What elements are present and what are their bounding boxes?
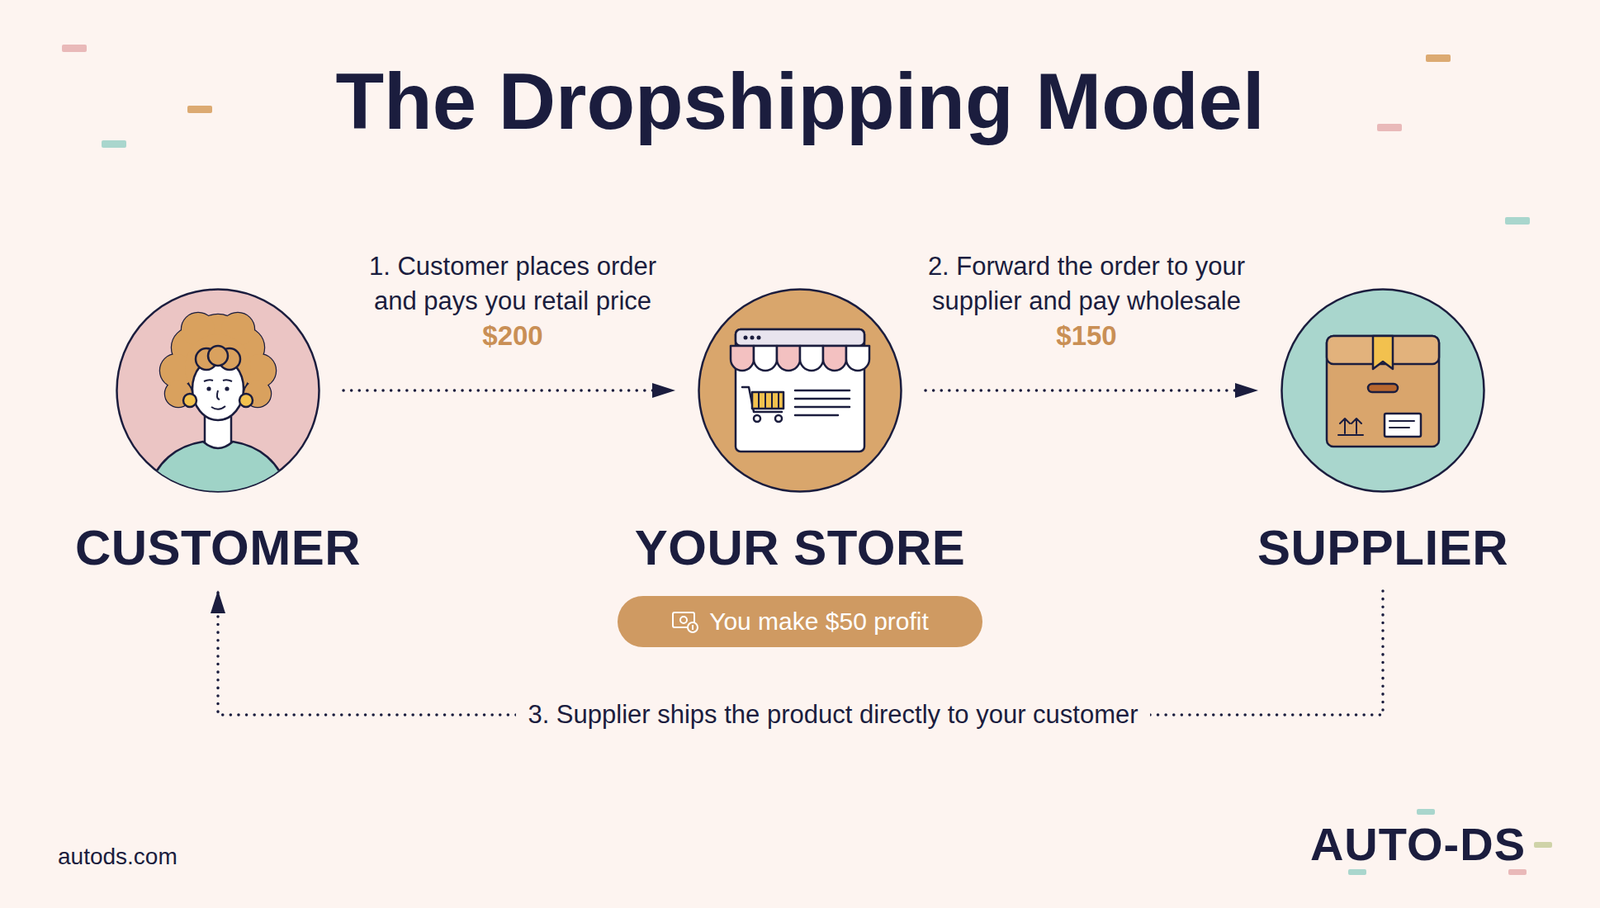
flow-arrow — [217, 591, 1383, 715]
edge-label: 3. Supplier ships the product directly t… — [515, 697, 1150, 733]
confetti — [61, 44, 87, 53]
confetti — [1377, 123, 1402, 132]
confetti — [1505, 217, 1530, 225]
customer-illustration — [115, 288, 321, 493]
pill-text: You make $50 profit — [709, 606, 929, 637]
flow-arrow — [343, 388, 675, 393]
confetti — [101, 140, 127, 148]
package-illustration — [1280, 288, 1486, 493]
edge-label-group: 2. Forward the order to your supplier an… — [904, 249, 1269, 354]
confetti — [1425, 54, 1451, 62]
circle-shape — [1280, 288, 1486, 493]
flow-arrow — [925, 388, 1258, 393]
circle-outline — [1282, 289, 1485, 493]
logo-dash — [1508, 869, 1527, 876]
store-illustration — [697, 288, 903, 493]
logo-dash — [1348, 869, 1367, 876]
circle-node: YOUR STORE — [634, 288, 966, 578]
node-label: YOUR STORE — [634, 518, 966, 578]
edge-label: 2. Forward the order to your supplier an… — [904, 249, 1269, 319]
circle-outline — [699, 289, 902, 493]
node-label: CUSTOMER — [75, 518, 361, 578]
circle-shape — [115, 288, 321, 493]
brand-logo: AUTO-DS — [1310, 818, 1526, 872]
circle-node: CUSTOMER — [75, 288, 361, 578]
node-label: SUPPLIER — [1257, 518, 1509, 578]
footer-url: autods.com — [57, 843, 178, 871]
price-amount: $200 — [355, 318, 670, 354]
circle-shape — [697, 288, 903, 493]
edge-label-group: 1. Customer places order and pays you re… — [355, 249, 670, 354]
diagram-title: The Dropshipping Model — [0, 61, 1600, 142]
logo-dash — [1533, 842, 1553, 848]
circle-node: SUPPLIER — [1257, 288, 1509, 578]
edge-label: 1. Customer places order and pays you re… — [355, 249, 670, 319]
confetti — [187, 105, 213, 114]
money-icon — [671, 610, 700, 634]
price-amount: $150 — [904, 318, 1269, 354]
profit-pill: You make $50 profit — [617, 596, 983, 648]
logo-dash — [1416, 809, 1435, 815]
